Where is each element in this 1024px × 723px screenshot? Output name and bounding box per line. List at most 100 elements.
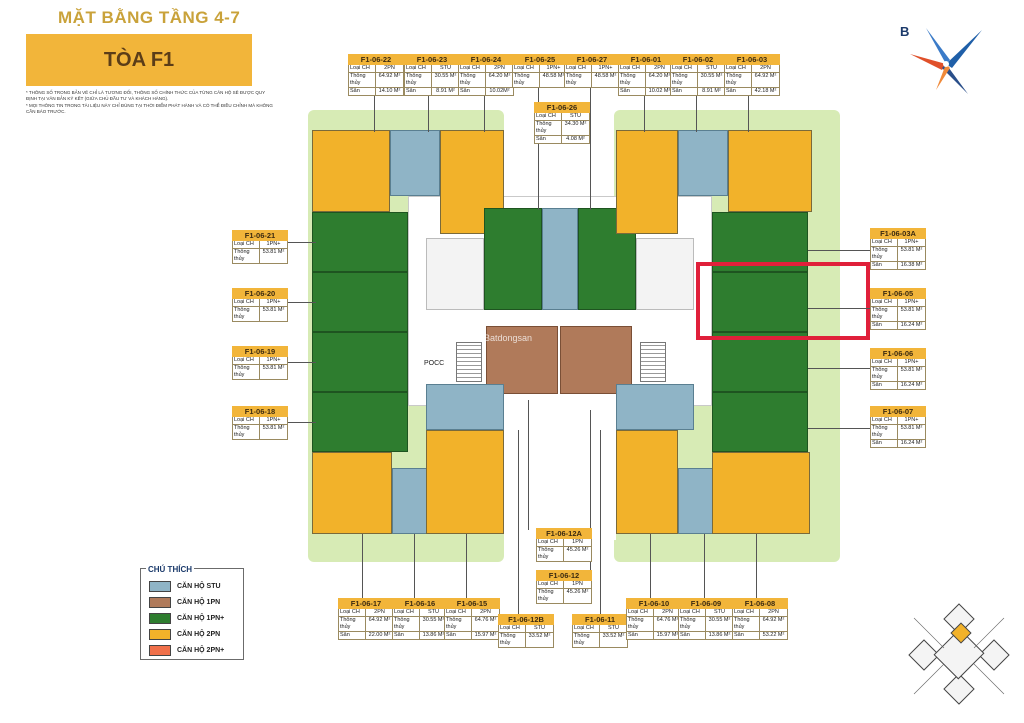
row-label: Thông thủy — [871, 247, 898, 261]
unit-garden: 10.02M² — [489, 88, 510, 94]
unit-code: F1-06-17 — [338, 598, 394, 609]
unit-garden: 15.97 M² — [656, 632, 679, 638]
unit-area: 64.92 M² — [368, 617, 391, 623]
selected-unit-highlight — [696, 262, 870, 340]
leader-line — [808, 368, 870, 369]
row-label: Thông thủy — [349, 73, 376, 87]
unit-f1-06-19[interactable] — [312, 332, 408, 392]
unit-f1-06-12b[interactable] — [426, 384, 504, 430]
row-label: Loại CH — [233, 299, 260, 306]
unit-type: 1PN+ — [904, 239, 919, 245]
row-label: Sân — [349, 88, 376, 95]
unit-area: 30.55 M² — [700, 73, 723, 79]
unit-f1-06-08[interactable] — [712, 452, 810, 534]
row-label: Thông thủy — [459, 73, 486, 87]
unit-f1-06-20[interactable] — [312, 272, 408, 332]
leader-line — [644, 92, 645, 132]
unit-f1-06-03[interactable] — [728, 130, 812, 212]
row-label: Thông thủy — [499, 633, 526, 647]
unit-code: F1-06-12A — [536, 528, 592, 539]
unit-f1-06-22[interactable] — [312, 130, 390, 212]
unit-code: F1-06-11 — [572, 614, 628, 625]
row-label: Thông thủy — [513, 73, 540, 87]
unit-garden: 13.86 M² — [422, 632, 445, 638]
row-label: Sân — [871, 440, 898, 447]
unit-f1-06-25[interactable] — [484, 208, 542, 310]
unit-type: 2PN — [384, 65, 395, 71]
unit-code: F1-06-23 — [404, 54, 460, 65]
row-label: Loại CH — [537, 581, 564, 588]
row-label: Thông thủy — [537, 547, 564, 561]
unit-type: 1PN — [572, 581, 583, 587]
unit-f1-06-12a[interactable] — [486, 326, 558, 394]
unit-code: F1-06-15 — [444, 598, 500, 609]
unit-area: 64.76 M² — [474, 617, 497, 623]
row-label: Loại CH — [725, 65, 752, 72]
row-label: Thông thủy — [565, 73, 592, 87]
unit-f1-06-10[interactable] — [616, 430, 678, 534]
unit-f1-06-23[interactable] — [390, 130, 440, 196]
unit-garden: 8.91 M² — [702, 88, 721, 94]
row-label: Thông thủy — [537, 589, 564, 603]
unit-code: F1-06-01 — [618, 54, 674, 65]
unit-type: 2PN — [662, 609, 673, 615]
unit-f1-06-06[interactable] — [712, 332, 808, 392]
leader-line — [650, 534, 651, 598]
row-label: Thông thủy — [725, 73, 752, 87]
unit-f1-06-07[interactable] — [712, 392, 808, 452]
legend-label: CĂN HỘ 1PN — [177, 599, 221, 606]
unit-f1-06-11[interactable] — [616, 384, 694, 430]
watermark: Batdongsan — [484, 333, 533, 343]
unit-f1-06-15[interactable] — [426, 430, 504, 534]
unit-code: F1-06-02 — [670, 54, 726, 65]
unit-type: 1PN+ — [598, 65, 613, 71]
row-label: Loại CH — [871, 359, 898, 366]
pocc-label: POCC — [424, 360, 445, 367]
legend-title: CHÚ THÍCH — [146, 565, 194, 574]
legend-swatch — [149, 597, 171, 608]
row-label: Thông thủy — [627, 617, 654, 631]
leader-line — [528, 400, 529, 530]
leader-line — [590, 80, 591, 210]
unit-area: 53.81 M² — [262, 249, 285, 255]
unit-f1-06-12[interactable] — [560, 326, 632, 394]
leader-line — [484, 92, 485, 132]
unit-type: 2PN — [654, 65, 665, 71]
row-label: Loại CH — [537, 539, 564, 546]
unit-f1-06-02[interactable] — [678, 130, 728, 196]
unit-f1-06-01[interactable] — [616, 130, 678, 234]
unit-f1-06-27[interactable] — [578, 208, 636, 310]
unit-f1-06-17[interactable] — [312, 452, 392, 534]
leader-line — [600, 430, 601, 614]
unit-f1-06-18[interactable] — [312, 392, 408, 452]
unit-f1-06-21[interactable] — [312, 212, 408, 272]
unit-type: 1PN+ — [904, 417, 919, 423]
unit-area: 53.81 M² — [262, 307, 285, 313]
unit-area: 53.81 M² — [900, 307, 923, 313]
unit-type: STU — [608, 625, 619, 631]
row-label: Loại CH — [445, 609, 472, 616]
unit-code: F1-06-24 — [458, 54, 514, 65]
row-label: Sân — [339, 632, 366, 639]
row-label: Loại CH — [535, 113, 562, 120]
legend-swatch — [149, 581, 171, 592]
unit-f1-06-05[interactable] — [712, 272, 808, 332]
row-label: Thông thủy — [679, 617, 706, 631]
unit-area: 30.55 M² — [434, 73, 457, 79]
unit-area: 45.26 M² — [566, 547, 589, 553]
row-label: Loại CH — [679, 609, 706, 616]
unit-f1-06-26[interactable] — [542, 208, 578, 310]
unit-code: F1-06-18 — [232, 406, 288, 417]
leader-line — [704, 534, 705, 598]
row-label: Sân — [733, 632, 760, 639]
unit-code: F1-06-26 — [534, 102, 590, 113]
unit-type: 1PN+ — [904, 359, 919, 365]
row-label: Thông thủy — [871, 425, 898, 439]
